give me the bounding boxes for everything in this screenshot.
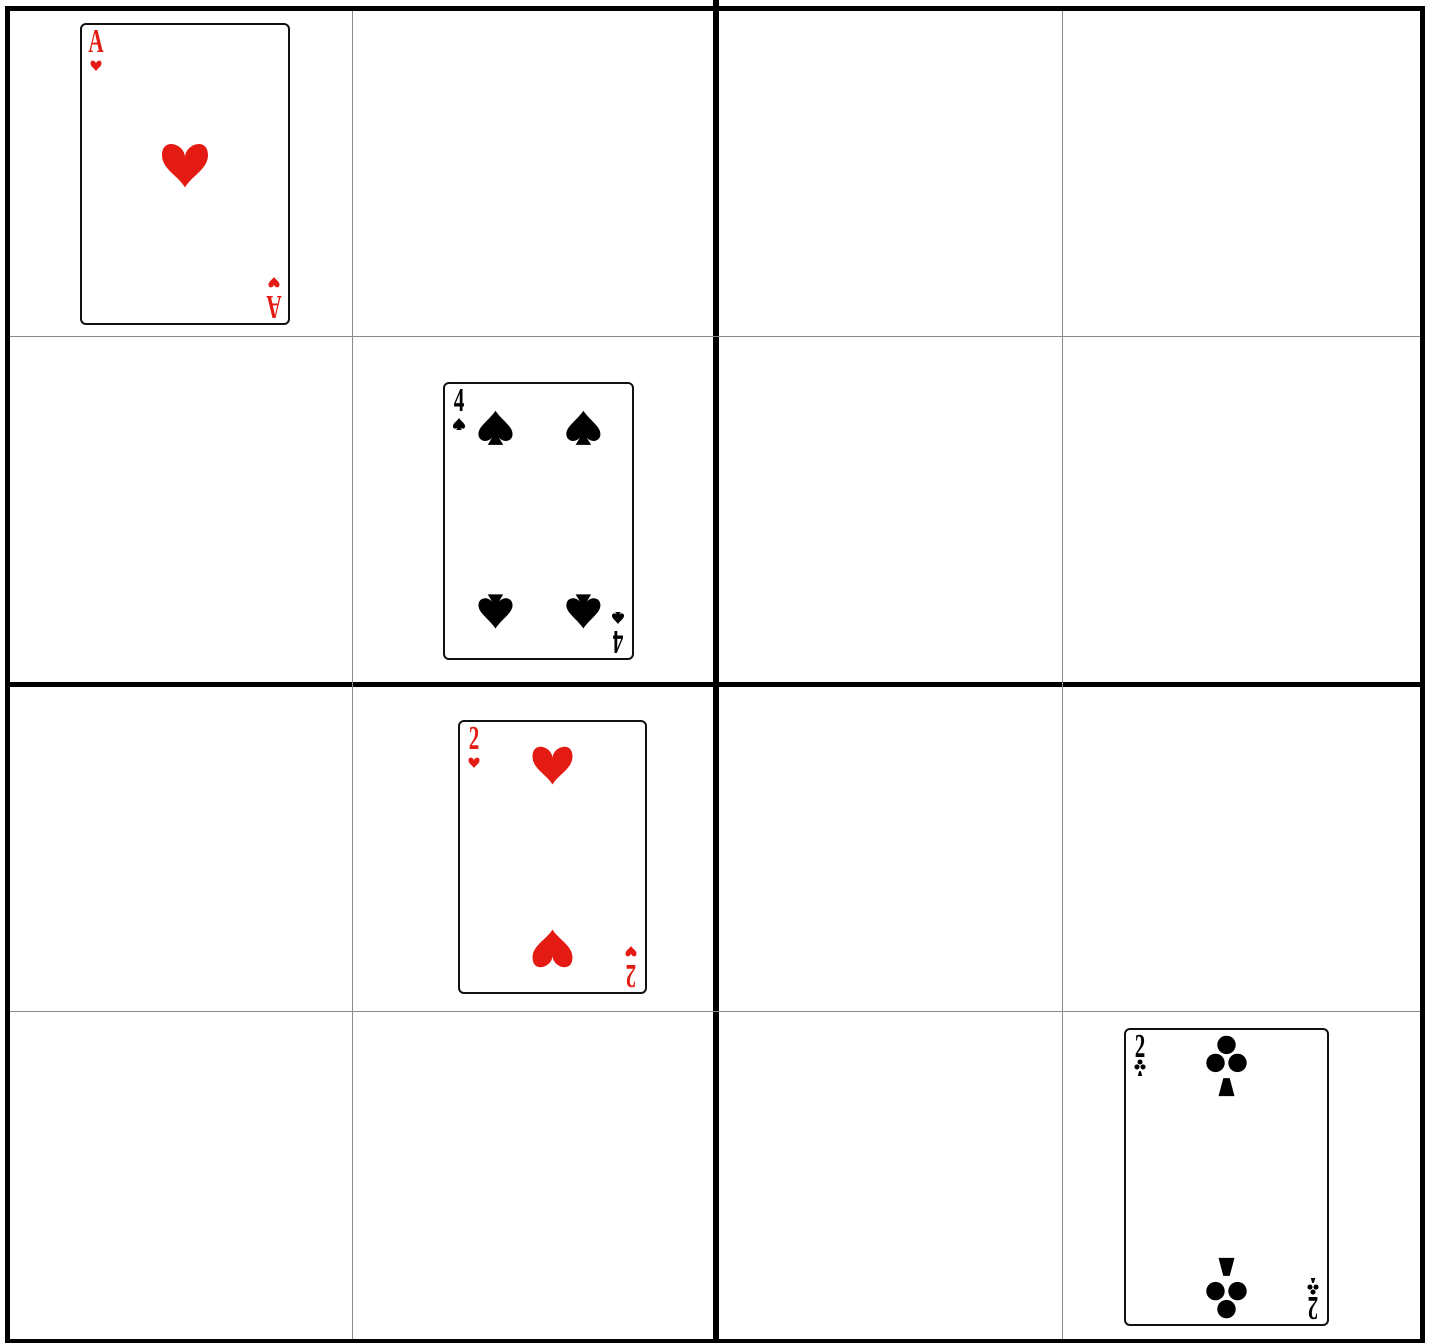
club-icon <box>1206 1258 1246 1318</box>
card-face: 22 <box>1126 1030 1327 1324</box>
club-icon <box>1206 1036 1246 1096</box>
heart-icon <box>269 277 280 287</box>
quadrant-divider-horizontal <box>5 682 1425 687</box>
spade-icon <box>566 411 600 445</box>
spade-icon <box>478 594 512 628</box>
card-rank-text: 2 <box>469 720 480 757</box>
heart-icon <box>469 758 480 768</box>
card-index-top-left: A <box>88 23 104 71</box>
card-face: AA <box>82 25 288 323</box>
card-face: 44 <box>445 384 632 658</box>
cell-divider-vertical-1 <box>352 11 353 1339</box>
spade-icon <box>478 411 512 445</box>
spade-icon <box>612 612 624 624</box>
card-index-top-left: 4 <box>453 382 465 430</box>
card-index-top-left: 2 <box>469 720 480 768</box>
card-rank-text: 2 <box>626 957 637 994</box>
card-index-bottom-right: 2 <box>626 946 637 994</box>
card-rank-text: 4 <box>613 623 624 660</box>
cell-divider-horizontal-1 <box>10 336 1420 337</box>
board-border-left <box>5 6 10 1343</box>
card-index-bottom-right: A <box>266 277 282 325</box>
cell-divider-vertical-3 <box>1062 11 1063 1339</box>
cell-divider-horizontal-3 <box>10 1011 1420 1012</box>
card-index-bottom-right: 2 <box>1307 1278 1318 1326</box>
card-index-top-left: 2 <box>1134 1028 1145 1076</box>
card-rank-text: 4 <box>454 382 465 419</box>
heart-icon <box>533 930 573 968</box>
card-face: 22 <box>460 722 645 992</box>
board-border-right <box>1420 6 1425 1343</box>
heart-icon <box>626 946 637 956</box>
heart-icon <box>533 747 573 785</box>
quadrant-divider-vertical <box>713 0 719 1343</box>
card-rank-text: A <box>88 23 104 60</box>
heart-icon <box>91 61 102 71</box>
heart-icon <box>162 144 208 187</box>
card-rank-text: A <box>266 288 282 325</box>
card-index-bottom-right: 4 <box>612 612 624 660</box>
spade-icon <box>566 594 600 628</box>
spade-icon <box>453 418 465 430</box>
